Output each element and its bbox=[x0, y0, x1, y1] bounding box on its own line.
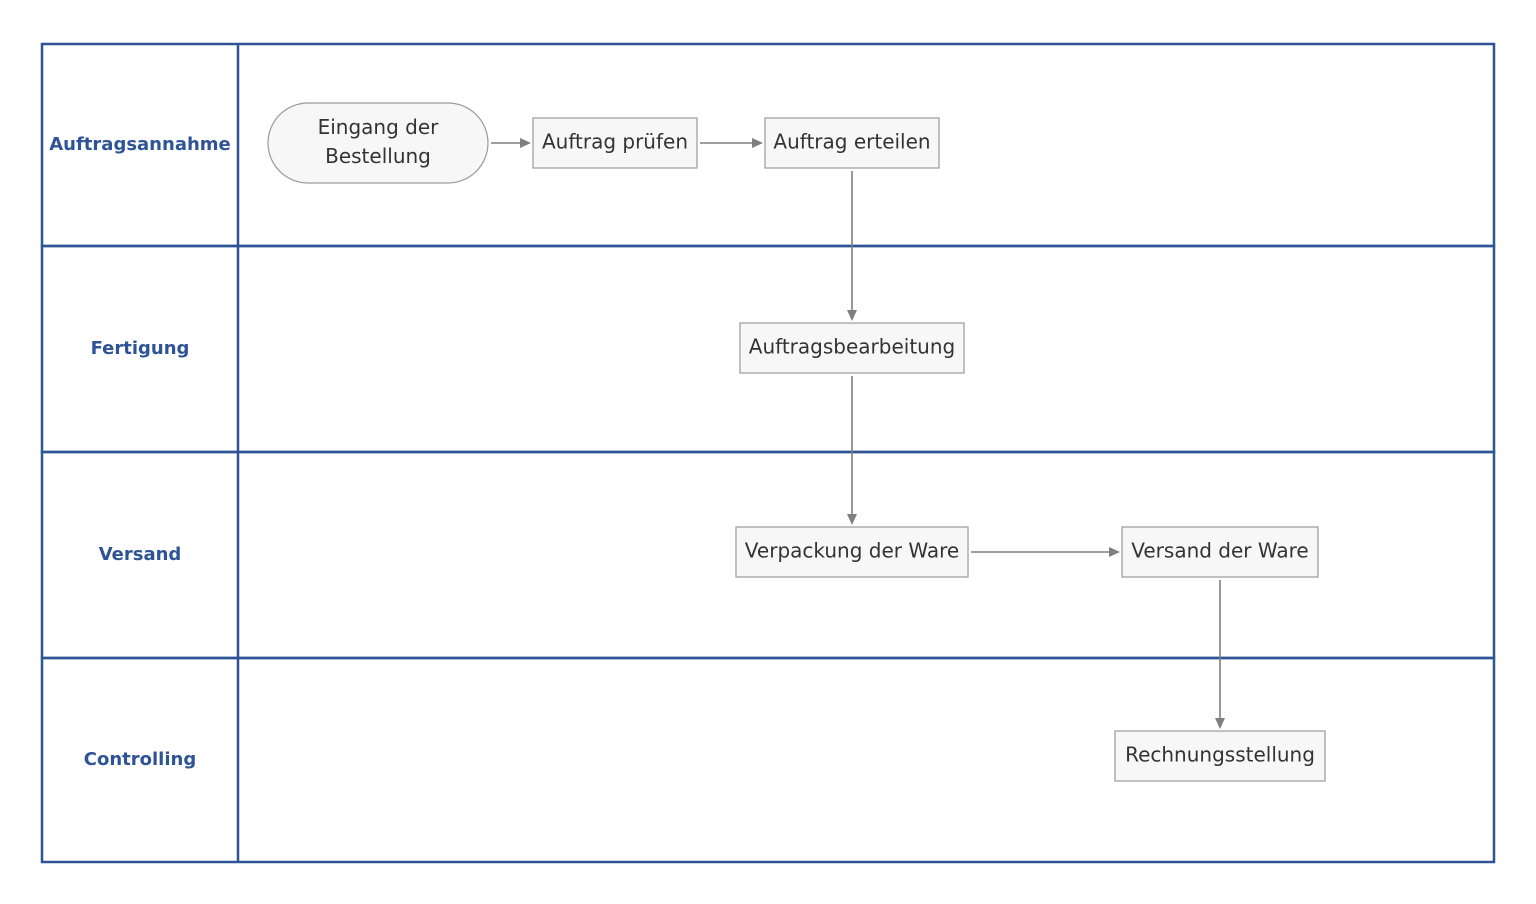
node-label: Auftragsbearbeitung bbox=[749, 335, 955, 359]
lane-label-auftragsannahme: Auftragsannahme bbox=[49, 134, 231, 155]
node-rechnung[interactable]: Rechnungsstellung bbox=[1114, 730, 1326, 782]
lanes: AuftragsannahmeFertigungVersandControlli… bbox=[40, 42, 1496, 864]
arrow-head bbox=[752, 138, 763, 148]
node-label: Auftrag erteilen bbox=[773, 130, 930, 154]
node-label: Rechnungsstellung bbox=[1125, 743, 1315, 767]
connectors bbox=[491, 138, 1225, 729]
connector-verpackung-versand bbox=[971, 547, 1120, 557]
connector-bearbeitung-verpackung bbox=[847, 376, 857, 525]
process-box bbox=[739, 322, 965, 374]
lane-label-versand: Versand bbox=[99, 544, 182, 565]
process-box bbox=[1121, 526, 1319, 578]
lane-controlling: Controlling bbox=[40, 656, 1496, 864]
node-label: Eingang der bbox=[318, 115, 440, 139]
node-label: Verpackung der Ware bbox=[745, 539, 959, 563]
arrow-head bbox=[1109, 547, 1120, 557]
connector-erteilen-bearbeitung bbox=[847, 171, 857, 321]
node-erteilen[interactable]: Auftrag erteilen bbox=[764, 117, 940, 169]
node-bearbeitung[interactable]: Auftragsbearbeitung bbox=[739, 322, 965, 374]
lane-label-controlling: Controlling bbox=[84, 749, 196, 770]
lane-label-fertigung: Fertigung bbox=[91, 338, 190, 359]
node-label: Auftrag prüfen bbox=[542, 130, 688, 154]
node-verpackung[interactable]: Verpackung der Ware bbox=[735, 526, 969, 578]
process-box bbox=[532, 117, 698, 169]
arrow-head bbox=[847, 310, 857, 321]
node-pruefen[interactable]: Auftrag prüfen bbox=[532, 117, 698, 169]
node-label: Bestellung bbox=[325, 144, 431, 168]
process-box bbox=[764, 117, 940, 169]
node-versand[interactable]: Versand der Ware bbox=[1121, 526, 1319, 578]
connector-versand-rechnung bbox=[1215, 580, 1225, 729]
terminator-shape bbox=[267, 102, 489, 184]
process-box bbox=[1114, 730, 1326, 782]
connector-eingang-pruefen bbox=[491, 138, 531, 148]
arrow-head bbox=[1215, 718, 1225, 729]
lane-border bbox=[40, 656, 1496, 864]
connector-pruefen-erteilen bbox=[700, 138, 763, 148]
arrow-head bbox=[847, 514, 857, 525]
node-label: Versand der Ware bbox=[1131, 539, 1308, 563]
arrow-head bbox=[520, 138, 531, 148]
process-box bbox=[735, 526, 969, 578]
